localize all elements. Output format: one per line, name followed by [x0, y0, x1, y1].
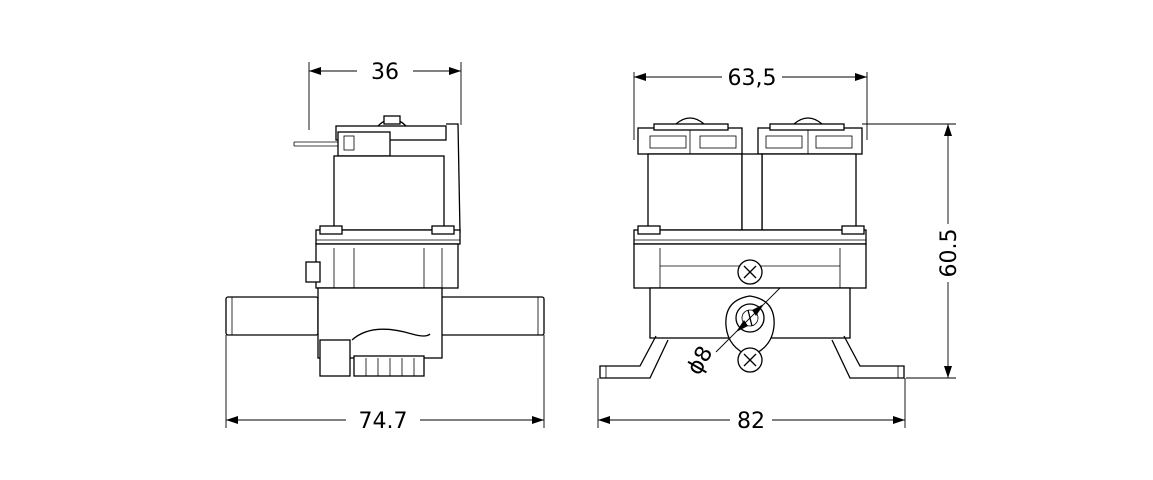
dim-side-top-label: 36 [371, 60, 399, 85]
dimension-36: 36 [309, 60, 461, 85]
dimension-60-5: 60.5 [937, 124, 962, 378]
dim-front-bottom-label: 82 [737, 409, 765, 434]
front-view [597, 72, 956, 428]
dim-side-bottom-label: 74.7 [359, 409, 408, 434]
dim-front-height-label: 60.5 [937, 229, 962, 278]
dim-port-diameter-label: ϕ8 [682, 342, 718, 379]
dimension-63-5: 63,5 [634, 66, 867, 91]
dim-front-top-label: 63,5 [728, 66, 777, 91]
dimension-82: 82 [598, 409, 905, 434]
dimension-74-7: 74.7 [226, 409, 544, 434]
side-view [225, 62, 545, 428]
